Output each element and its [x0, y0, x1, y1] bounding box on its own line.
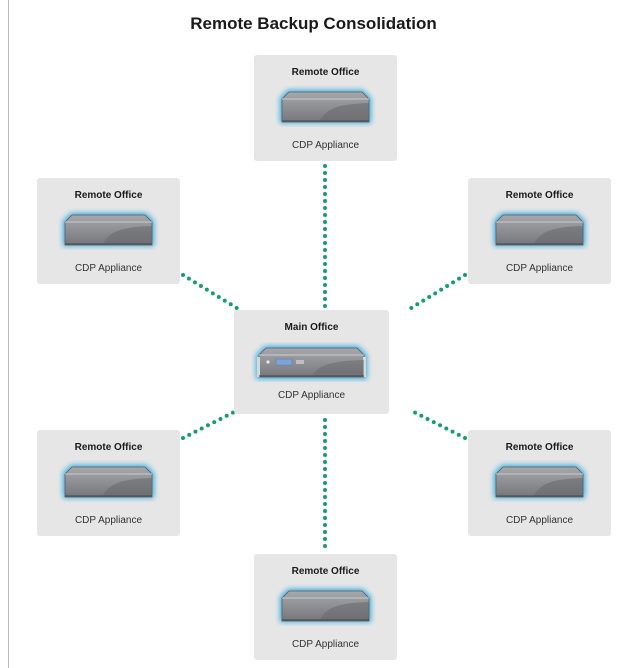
server-appliance-icon [494, 465, 585, 498]
remote-office-node-lower-right: Remote Office CDP Appliance [468, 430, 611, 536]
diagram-title: Remote Backup Consolidation [190, 14, 437, 33]
connector-upper-left [181, 273, 242, 312]
node-label: CDP Appliance [505, 263, 574, 274]
node-title: Remote Office [291, 566, 360, 577]
node-label: CDP Appliance [291, 140, 360, 151]
left-border [8, 0, 9, 668]
connector-upper-right [406, 273, 467, 312]
remote-office-node-top: Remote Office CDP Appliance [254, 55, 397, 161]
server-appliance-icon [280, 589, 371, 622]
remote-office-node-upper-left: Remote Office CDP Appliance [37, 178, 180, 284]
node-title: Remote Office [505, 190, 574, 201]
node-label: CDP Appliance [74, 263, 143, 274]
node-label: CDP Appliance [277, 390, 346, 401]
node-title: Remote Office [505, 442, 574, 453]
server-appliance-icon [280, 90, 371, 123]
node-label: CDP Appliance [74, 515, 143, 526]
node-label: CDP Appliance [505, 515, 574, 526]
connector-lower-left [181, 408, 240, 440]
remote-office-node-lower-left: Remote Office CDP Appliance [37, 430, 180, 536]
node-title: Remote Office [74, 442, 143, 453]
connector-lower-right [408, 408, 467, 440]
server-appliance-icon [494, 213, 585, 246]
remote-office-node-upper-right: Remote Office CDP Appliance [468, 178, 611, 284]
server-appliance-icon [63, 465, 154, 498]
server-appliance-icon [63, 213, 154, 246]
remote-office-node-bottom: Remote Office CDP Appliance [254, 554, 397, 660]
node-title: Remote Office [74, 190, 143, 201]
node-title: Remote Office [291, 67, 360, 78]
node-label: CDP Appliance [291, 639, 360, 650]
main-office-node: Main Office CDP Appliance [234, 310, 389, 414]
server-rack-icon [256, 346, 367, 379]
node-title: Main Office [284, 322, 339, 333]
